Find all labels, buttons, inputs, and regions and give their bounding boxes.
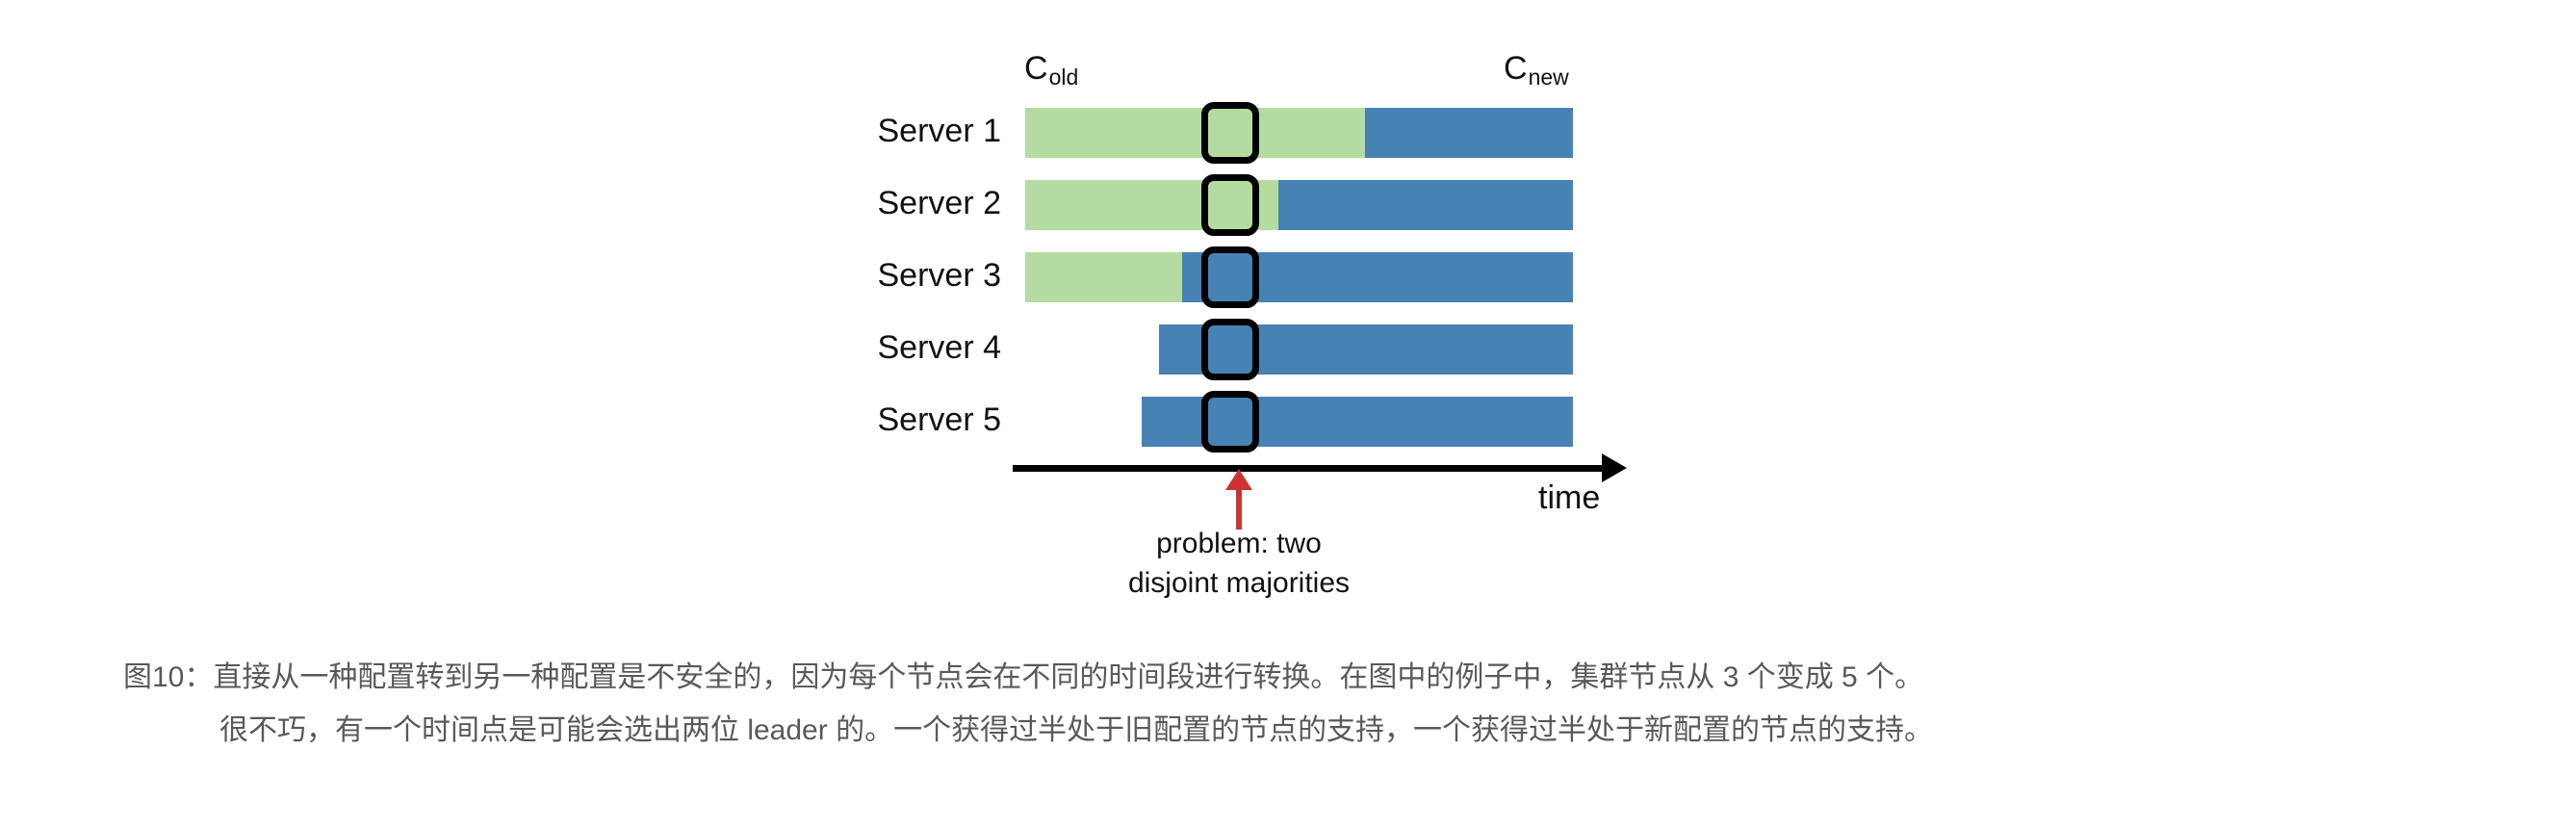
segment-old-config-server-1 [1025,108,1365,158]
problem-arrow-head-icon [1225,469,1252,490]
config-old-base: C [1024,50,1048,87]
segment-old-config-server-3 [1025,252,1182,302]
timeline-bar-server-2 [1025,180,1573,230]
timeline-bar-server-4 [1159,324,1573,375]
segment-new-config-server-5 [1142,397,1573,447]
figure-caption: 图10：直接从一种配置转到另一种配置是不安全的，因为每个节点会在不同的时间段进行… [0,651,2576,757]
server-label-3: Server 3 [877,257,1002,294]
problem-annotation-line-2: disjoint majorities [1127,567,1351,599]
caption-line-1: 图10：直接从一种配置转到另一种配置是不安全的，因为每个节点会在不同的时间段进行… [123,661,1924,693]
server-label-5: Server 5 [877,401,1002,438]
server-label-1: Server 1 [877,113,1002,149]
timeline-bar-server-3 [1025,252,1573,302]
time-axis-arrowhead-icon [1602,453,1627,482]
time-axis-label: time [1538,479,1601,516]
timeline-bar-server-5 [1142,397,1573,447]
config-new-label: Cnew [1504,50,1569,90]
configuration-change-timeline-figure: Cold Cnew Server 1 Server 2 Server 3 Ser… [877,50,1627,599]
segment-new-config-server-4 [1159,324,1573,375]
server-label-2: Server 2 [877,185,1002,221]
config-old-label: Cold [1024,50,1079,90]
segment-new-config-server-1 [1365,108,1573,158]
server-label-4: Server 4 [877,329,1002,366]
caption-line-2: 很不巧，有一个时间点是可能会选出两位 leader 的。一个获得过半处于旧配置的… [219,714,1934,746]
problem-arrow-shaft [1236,487,1242,530]
segment-new-config-server-2 [1278,180,1573,230]
problem-annotation-line-1: problem: two [1156,528,1322,559]
config-old-subscript: old [1048,65,1079,90]
config-new-subscript: new [1528,65,1569,90]
timeline-bar-server-1 [1025,108,1573,158]
config-new-base: C [1504,50,1528,87]
time-axis-line [1013,465,1602,472]
segment-old-config-server-2 [1025,180,1278,230]
segment-new-config-server-3 [1182,252,1573,302]
